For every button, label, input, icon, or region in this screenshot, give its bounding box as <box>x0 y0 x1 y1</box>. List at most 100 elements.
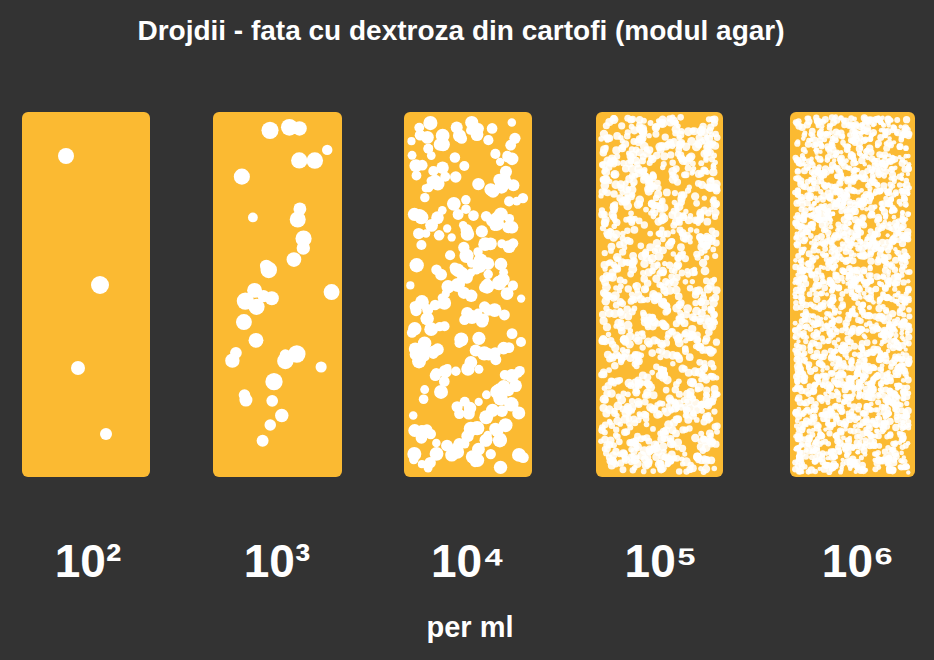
agar-strip <box>213 112 342 477</box>
yeast-colony <box>602 216 610 224</box>
yeast-colony <box>711 390 719 398</box>
yeast-colony <box>698 160 704 166</box>
yeast-colony <box>689 268 698 277</box>
yeast-colony <box>407 137 415 145</box>
yeast-colony <box>820 368 824 372</box>
yeast-colony <box>434 385 448 399</box>
yeast-colony <box>496 158 504 166</box>
yeast-colony <box>472 178 484 190</box>
yeast-colony <box>683 413 689 419</box>
yeast-colony <box>644 374 652 382</box>
yeast-colony <box>624 313 632 321</box>
yeast-colony <box>656 411 663 418</box>
yeast-colony <box>461 195 471 205</box>
yeast-colony <box>236 314 252 330</box>
agar-strip <box>596 112 723 477</box>
yeast-colony <box>663 188 671 196</box>
yeast-colony <box>706 116 712 122</box>
yeast-colony <box>611 410 618 417</box>
yeast-colony <box>257 435 269 447</box>
yeast-colony <box>408 424 421 437</box>
yeast-colony <box>705 329 713 337</box>
yeast-colony <box>266 395 278 407</box>
yeast-colony <box>260 260 273 273</box>
yeast-colony <box>681 397 687 403</box>
yeast-colony <box>291 152 307 168</box>
agar-medium <box>596 112 723 477</box>
yeast-colony <box>697 298 705 306</box>
yeast-colony <box>661 161 667 167</box>
yeast-colony <box>708 207 713 212</box>
yeast-colony <box>493 433 507 447</box>
yeast-colony <box>667 139 675 147</box>
yeast-colony <box>832 158 836 162</box>
yeast-colony <box>409 411 417 419</box>
yeast-colony <box>660 401 666 407</box>
yeast-colony <box>657 465 664 472</box>
yeast-colony <box>685 165 692 172</box>
yeast-colony <box>451 367 460 376</box>
yeast-colony <box>445 250 455 260</box>
yeast-colony <box>627 238 634 245</box>
yeast-colony <box>672 332 681 341</box>
yeast-colony <box>438 294 447 303</box>
yeast-colony <box>688 227 694 233</box>
yeast-colony <box>643 434 650 441</box>
yeast-colony <box>654 245 662 253</box>
yeast-colony <box>693 453 702 462</box>
yeast-colony <box>616 241 623 248</box>
yeast-colony <box>634 433 641 440</box>
yeast-colony <box>604 446 611 453</box>
yeast-colony <box>703 413 711 421</box>
agar-medium <box>790 112 915 477</box>
yeast-colony <box>470 345 482 357</box>
yeast-colony <box>608 243 616 251</box>
yeast-colony <box>629 260 635 266</box>
yeast-colony <box>473 123 484 134</box>
yeast-colony <box>668 328 674 334</box>
yeast-colony <box>100 428 112 440</box>
yeast-colony <box>679 426 686 433</box>
yeast-colony <box>627 271 634 278</box>
yeast-colony <box>518 452 529 463</box>
yeast-colony <box>479 434 492 447</box>
yeast-colony <box>626 439 633 446</box>
yeast-colony <box>517 294 525 302</box>
yeast-colony <box>652 184 657 189</box>
yeast-colony <box>632 465 638 471</box>
yeast-colony <box>670 114 676 120</box>
yeast-colony <box>641 118 647 124</box>
yeast-colony <box>651 210 658 217</box>
yeast-colony <box>430 370 441 381</box>
yeast-colony <box>849 241 854 246</box>
yeast-colony <box>640 142 649 151</box>
yeast-colony <box>237 293 254 310</box>
yeast-colony <box>497 273 510 286</box>
yeast-colony <box>906 172 910 176</box>
yeast-colony <box>703 148 712 157</box>
yeast-colony <box>601 175 610 184</box>
yeast-colony <box>609 115 618 124</box>
yeast-colony <box>628 447 634 453</box>
yeast-colony <box>678 128 684 134</box>
yeast-colony <box>692 307 701 316</box>
yeast-colony <box>700 167 707 174</box>
yeast-colony <box>698 300 704 306</box>
yeast-colony <box>704 255 710 261</box>
yeast-colony <box>599 207 605 213</box>
yeast-colony <box>680 461 685 466</box>
yeast-colony <box>607 458 614 465</box>
yeast-colony <box>649 370 655 376</box>
yeast-colony <box>682 366 688 372</box>
yeast-colony <box>708 433 714 439</box>
yeast-colony <box>628 459 634 465</box>
yeast-colony <box>626 416 632 422</box>
yeast-colony <box>490 149 500 159</box>
yeast-colony <box>703 157 709 163</box>
yeast-colony <box>626 151 631 156</box>
yeast-colony <box>408 322 421 335</box>
yeast-colony <box>661 323 669 331</box>
yeast-colony <box>707 348 715 356</box>
yeast-colony <box>696 216 704 224</box>
yeast-colony <box>657 431 663 437</box>
